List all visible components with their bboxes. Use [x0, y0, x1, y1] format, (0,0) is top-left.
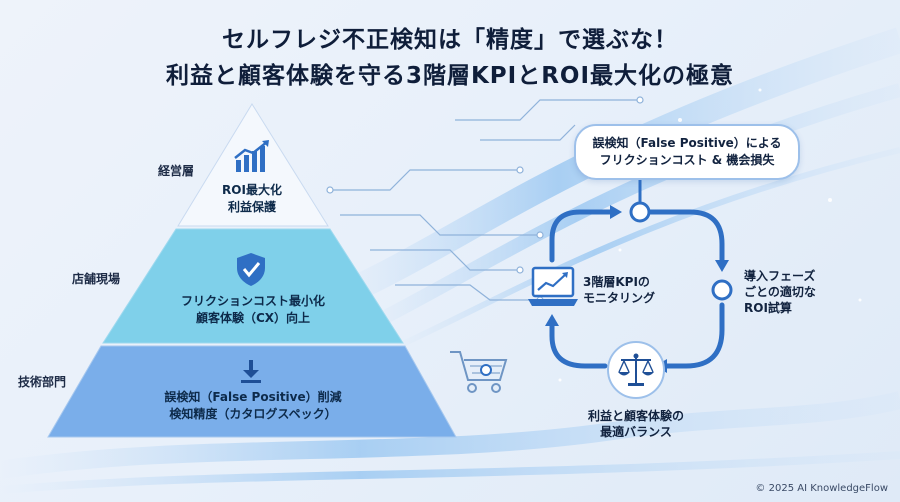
- title-line-1: セルフレジ不正検知は「精度」で選ぶな！: [222, 27, 678, 53]
- roi-line1: 導入フェーズ: [744, 269, 816, 283]
- shopping-cart-icon: [450, 351, 508, 393]
- tier3-side-label: 技術部門: [18, 375, 67, 389]
- cycle-node-top: [629, 201, 651, 223]
- monitor-line2: モニタリング: [583, 291, 656, 305]
- copyright: © 2025 AI KnowledgeFlow: [755, 483, 888, 494]
- tier3-line2: 検知精度（カタログスペック）: [169, 407, 337, 421]
- tier2-line1: フリクションコスト最小化: [180, 294, 325, 308]
- balance-line1: 利益と顧客体験の: [587, 409, 684, 423]
- monitor-text: 3階層KPIの モニタリング: [583, 274, 683, 306]
- circuit-lines: [330, 99, 640, 301]
- cycle-loop: [549, 209, 725, 369]
- monitor-line1: 3階層KPIの: [583, 275, 650, 289]
- tier3-text: 誤検知（False Positive）削減 検知精度（カタログスペック）: [122, 389, 384, 423]
- roi-line3: ROI試算: [744, 301, 792, 315]
- tier1-line2: 利益保護: [227, 200, 276, 214]
- balance-line2: 最適バランス: [600, 425, 672, 439]
- false-positive-bubble: 誤検知（False Positive）による フリクションコスト & 機会損失: [574, 124, 800, 180]
- roi-estimate-text: 導入フェーズ ごとの適切な ROI試算: [744, 268, 854, 316]
- tier2-side-label: 店舗現場: [72, 272, 121, 286]
- laptop-chart-icon: [528, 266, 578, 306]
- pyramid-tier-bottom: [47, 345, 457, 438]
- wave-swoosh: [0, 27, 900, 494]
- sparkles: [558, 88, 862, 382]
- bubble-line2: フリクションコスト & 機会損失: [599, 153, 775, 167]
- title-line-2: 利益と顧客体験を守る3階層KPIとROI最大化の極意: [165, 63, 735, 89]
- chart-up-icon: [234, 140, 269, 172]
- bubble-line1: 誤検知（False Positive）による: [592, 136, 782, 150]
- download-arrow-icon: [241, 360, 261, 383]
- tier2-line2: 顧客体験（CX）向上: [195, 311, 311, 325]
- pyramid-tier-middle: [102, 228, 404, 344]
- tier1-line1: ROI最大化: [222, 183, 282, 197]
- scales-icon: [618, 353, 654, 386]
- shield-check-icon: [237, 253, 265, 286]
- tier1-text: ROI最大化 利益保護: [192, 182, 312, 216]
- tier1-side-label: 経営層: [158, 164, 195, 178]
- tier3-line1: 誤検知（False Positive）削減: [164, 390, 342, 404]
- cycle-node-right: [711, 279, 733, 301]
- roi-line2: ごとの適切な: [744, 285, 816, 299]
- tier2-text: フリクションコスト最小化 顧客体験（CX）向上: [142, 293, 364, 327]
- balance-text: 利益と顧客体験の 最適バランス: [576, 408, 696, 440]
